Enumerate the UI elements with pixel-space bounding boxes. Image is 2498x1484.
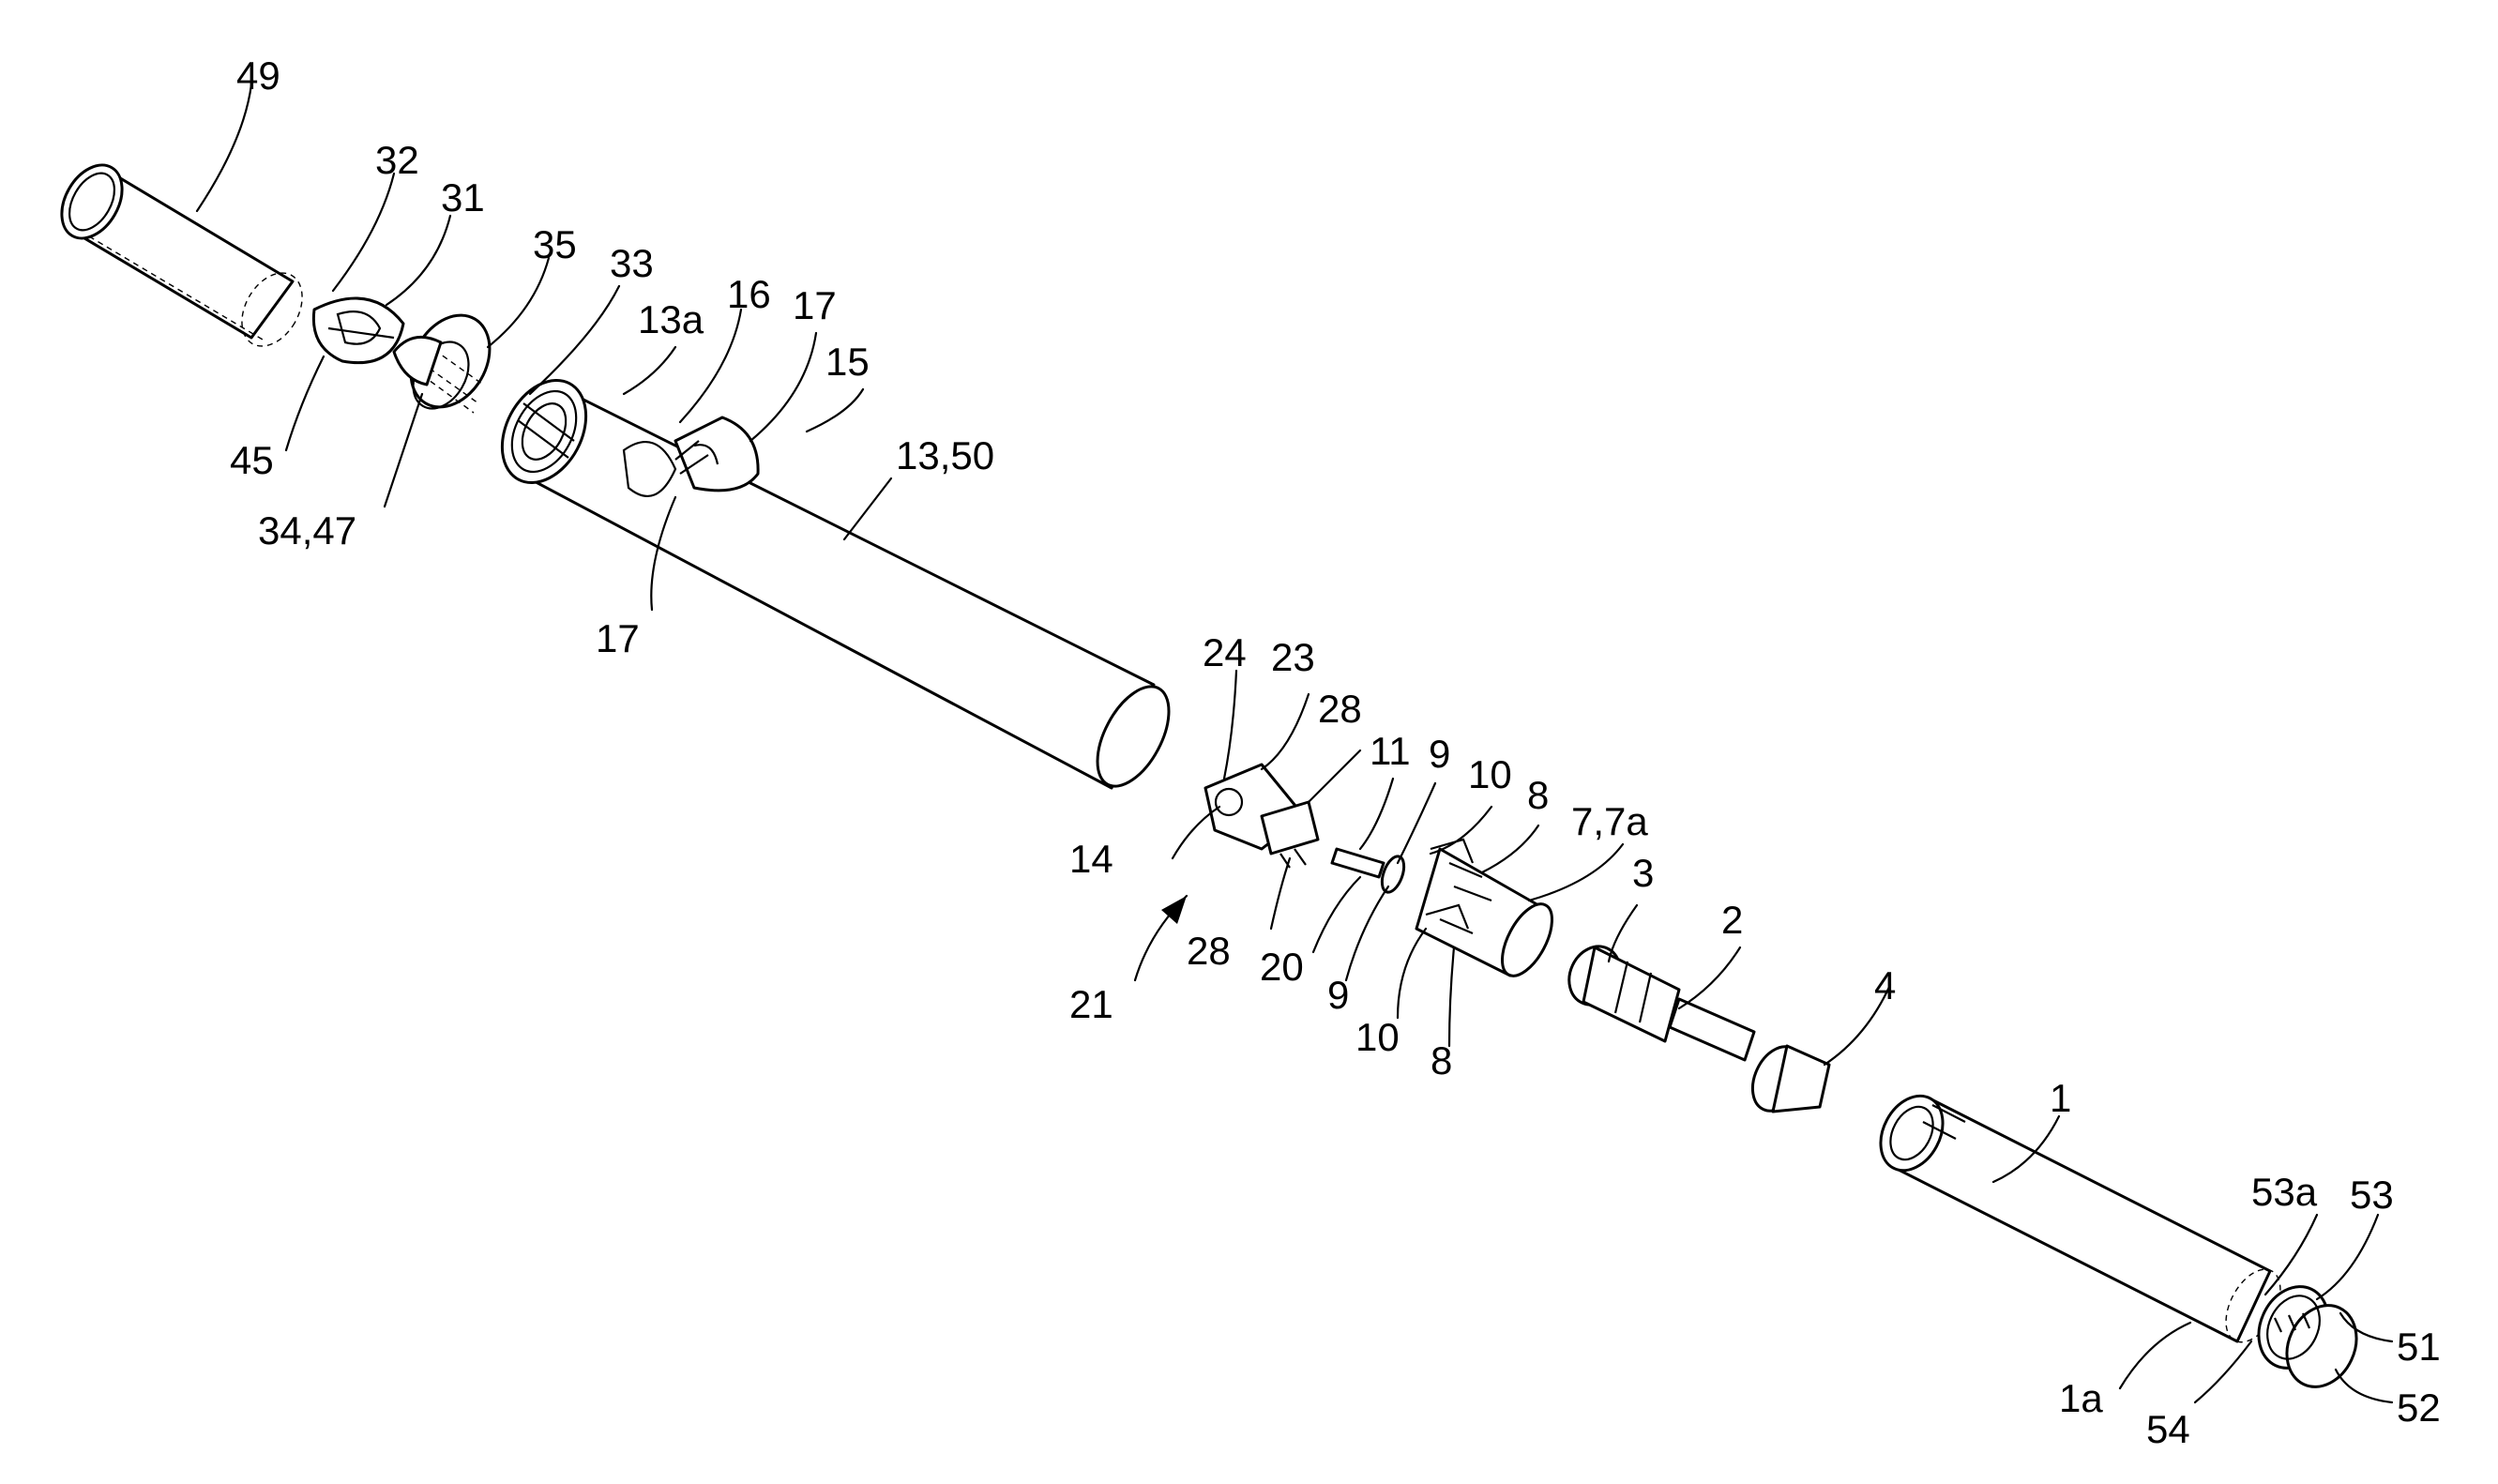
label-15: 15: [825, 340, 870, 384]
label-7-7a: 7,7a: [1571, 799, 1648, 843]
label-35: 35: [533, 222, 577, 266]
label-2: 2: [1721, 898, 1743, 942]
part-7-holder: [1416, 840, 1562, 983]
label-24: 24: [1203, 630, 1247, 674]
label-13-50: 13,50: [896, 433, 994, 477]
label-53: 53: [2350, 1173, 2394, 1217]
part-13-main-tube: [485, 366, 1183, 797]
label-13a: 13a: [638, 297, 704, 341]
part-11-shaft: [1332, 849, 1408, 895]
part-14-module: [1205, 765, 1318, 868]
part-2-stepped-body: [1560, 938, 1754, 1060]
label-28-top: 28: [1318, 687, 1362, 731]
label-54: 54: [2146, 1407, 2190, 1451]
label-23: 23: [1271, 635, 1315, 679]
label-34-47: 34,47: [258, 508, 356, 553]
part-49-sleeve: [50, 155, 314, 357]
label-53a: 53a: [2251, 1170, 2318, 1214]
part-53-bottom-cap: [2246, 1275, 2369, 1398]
label-51: 51: [2397, 1325, 2441, 1369]
label-9-top: 9: [1429, 732, 1450, 776]
label-31: 31: [441, 175, 485, 220]
label-17-top: 17: [793, 283, 837, 327]
label-10-bottom: 10: [1355, 1015, 1400, 1059]
part-1-lower-tube: [1869, 1085, 2292, 1352]
part-32-cap: [313, 298, 403, 363]
label-17-bottom: 17: [596, 616, 640, 660]
label-9-bottom: 9: [1327, 973, 1349, 1017]
label-52: 52: [2397, 1386, 2441, 1430]
label-49: 49: [236, 53, 280, 98]
label-33: 33: [610, 241, 654, 285]
part-4-end-cap: [1743, 1038, 1829, 1119]
label-21: 21: [1069, 982, 1113, 1026]
label-14: 14: [1069, 837, 1113, 881]
label-3: 3: [1632, 851, 1654, 895]
label-8-top: 8: [1527, 773, 1549, 817]
label-16: 16: [727, 272, 771, 316]
label-10-top: 10: [1468, 752, 1512, 796]
label-32: 32: [375, 138, 419, 182]
label-8-bottom: 8: [1431, 1038, 1452, 1083]
label-1: 1: [2050, 1076, 2071, 1120]
label-1a: 1a: [2059, 1376, 2103, 1420]
label-11: 11: [1370, 729, 1411, 773]
label-20: 20: [1260, 945, 1304, 989]
arrow-21: [1135, 896, 1187, 980]
part-35-collar: [394, 301, 506, 421]
label-45: 45: [230, 438, 274, 482]
label-28-bottom: 28: [1187, 929, 1231, 973]
label-4: 4: [1874, 963, 1896, 1007]
